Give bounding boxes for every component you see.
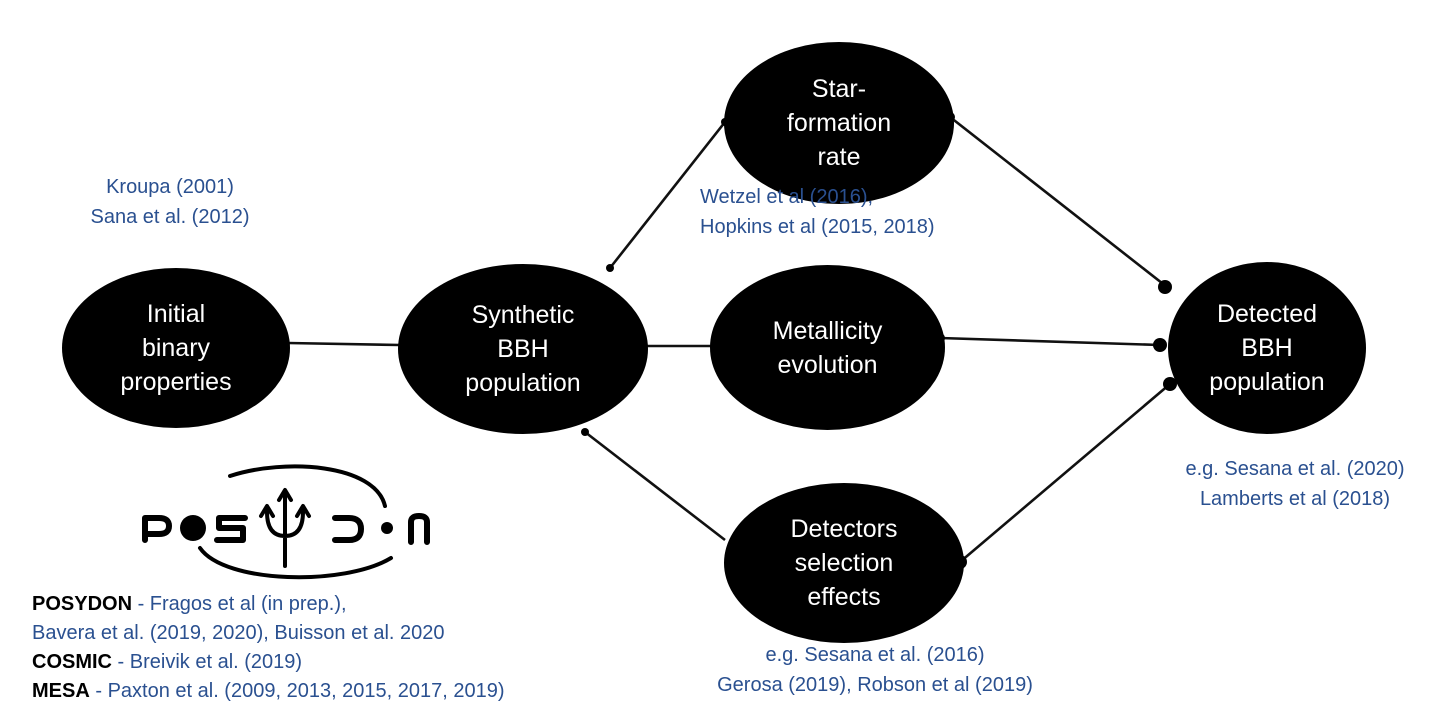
logo-orbit-lower [198, 546, 393, 580]
code-refs: - Paxton et al. (2009, 2013, 2015, 2017,… [89, 680, 505, 702]
node-label: Detectors [790, 515, 898, 543]
edge-detectors-detected [959, 383, 1171, 563]
reference-line: Sana et al. (2012) [90, 206, 250, 228]
reference-line: Lamberts et al (2018) [1199, 488, 1391, 510]
code-name: COSMIC [32, 651, 112, 673]
code-name: MESA [32, 680, 90, 702]
node-label: BBH [1241, 334, 1293, 362]
logo-letter-p [142, 515, 172, 543]
references-star-formation: Wetzel et al (2016), Hopkins et al (2015… [700, 182, 1010, 242]
node-label: Detected [1216, 300, 1318, 328]
logo-letter-n [408, 513, 430, 545]
node-synthetic-bbh-population: Synthetic BBH population [398, 264, 648, 434]
node-label: population [465, 369, 581, 397]
edge-synthetic-detectors [584, 430, 726, 542]
node-label: population [1209, 368, 1325, 396]
node-label: formation [786, 109, 892, 137]
codes-row: COSMIC - Breivik et al. (2019) [32, 648, 505, 677]
references-detected: e.g. Sesana et al. (2020) Lamberts et al… [1160, 454, 1430, 514]
edge-dot [1153, 338, 1167, 352]
node-metallicity-evolution: Metallicity evolution [710, 265, 945, 430]
edge-dot [1163, 377, 1177, 391]
reference-line: e.g. Sesana et al. (2020) [1185, 458, 1405, 480]
codes-list: POSYDON - Fragos et al (in prep.), Baver… [32, 590, 505, 706]
node-label: Synthetic [471, 301, 575, 329]
logo-orbit-upper [228, 464, 387, 508]
edge-starformation-detected [949, 115, 1168, 289]
node-detectors-selection-effects: Detectors selection effects [724, 483, 964, 643]
code-refs: Bavera et al. (2019, 2020), Buisson et a… [32, 622, 445, 644]
codes-row: MESA - Paxton et al. (2009, 2013, 2015, … [32, 677, 505, 706]
node-label: selection [794, 549, 894, 577]
logo-trident [259, 488, 311, 568]
references-detectors: e.g. Sesana et al. (2016) Gerosa (2019),… [690, 640, 1060, 700]
node-label: BBH [497, 335, 549, 363]
logo-dot-o [180, 515, 206, 541]
edge-dot [606, 264, 614, 272]
node-label: binary [141, 334, 211, 362]
node-star-formation-rate: Star- formation rate [724, 42, 954, 204]
code-refs: - Breivik et al. (2019) [112, 651, 303, 673]
logo-dot-small [381, 522, 393, 534]
references-initial: Kroupa (2001) Sana et al. (2012) [55, 172, 285, 232]
node-label: rate [817, 143, 861, 171]
reference-line: e.g. Sesana et al. (2016) [765, 644, 985, 666]
node-detected-bbh-population: Detected BBH population [1168, 262, 1366, 434]
edge-dot [581, 428, 589, 436]
node-label: evolution [777, 350, 878, 379]
node-label: Metallicity [772, 316, 883, 345]
edge-synthetic-starformation [608, 121, 727, 269]
node-label: Star- [811, 75, 867, 103]
reference-line: Wetzel et al (2016), [700, 186, 874, 208]
edge-metallicity-detected [939, 336, 1161, 347]
codes-row: POSYDON - Fragos et al (in prep.), [32, 590, 505, 619]
node-label: Initial [146, 300, 206, 328]
node-label: properties [120, 368, 232, 396]
reference-line: Kroupa (2001) [106, 176, 234, 198]
reference-line: Gerosa (2019), Robson et al (2019) [717, 674, 1033, 696]
reference-line: Hopkins et al (2015, 2018) [700, 216, 935, 238]
logo-letter-d [332, 515, 364, 543]
posydon-logo [142, 464, 430, 580]
codes-row: Bavera et al. (2019, 2020), Buisson et a… [32, 619, 505, 648]
logo-letter-s [214, 515, 248, 543]
edge-initial-synthetic [287, 341, 401, 347]
edge-dot [1158, 280, 1172, 294]
code-refs: - Fragos et al (in prep.), [132, 593, 347, 615]
node-label: effects [807, 583, 881, 611]
node-initial-binary-properties: Initial binary properties [62, 268, 290, 428]
code-name: POSYDON [32, 593, 133, 615]
